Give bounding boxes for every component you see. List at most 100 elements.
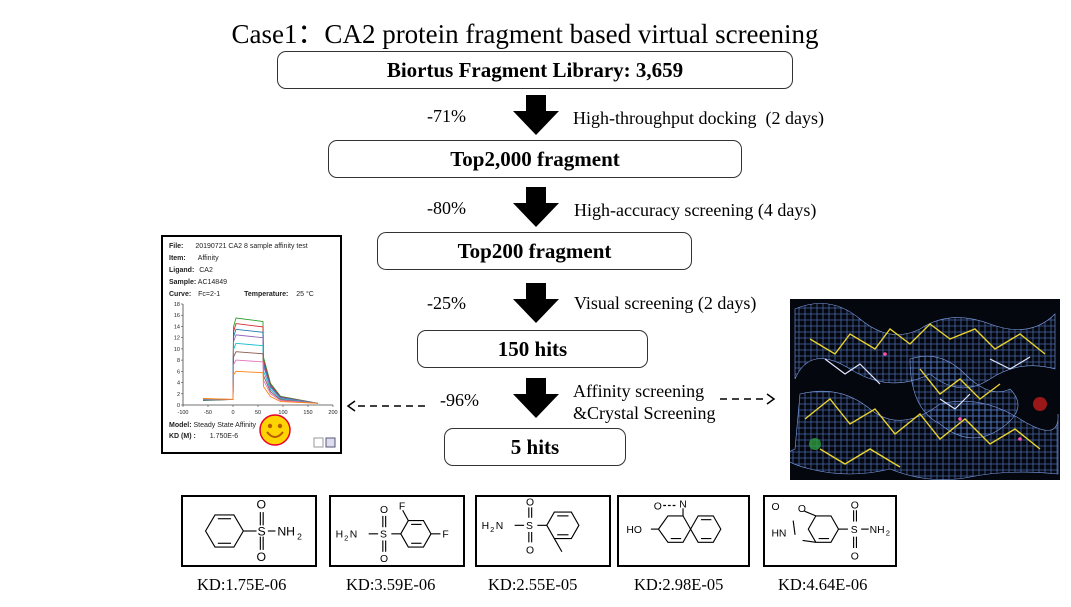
molecule-2-structure: F O H 2 N S O F	[329, 495, 465, 567]
smiley-icon	[259, 414, 291, 446]
step-crystal: &Crystal Screening	[573, 403, 716, 423]
y-tick-label: 14	[174, 324, 180, 330]
sensorgram-series-line	[202, 328, 319, 404]
sample-label: Sample:	[169, 279, 197, 286]
atom-label: NH	[870, 525, 885, 536]
item-label: Item:	[169, 255, 186, 262]
atom-label: HN	[771, 529, 786, 540]
y-tick-label: 18	[174, 302, 180, 308]
atom-label: N	[679, 499, 687, 510]
atom-label: O	[526, 498, 534, 509]
reduction-label: -96%	[440, 390, 479, 410]
atom-label: O	[798, 504, 806, 515]
kd-label-4: KD:2.98E-05	[634, 575, 724, 594]
5-hits-box: 5 hits	[444, 428, 626, 466]
dashed-arrow-left-icon	[346, 400, 430, 412]
molecule-5-structure: O O HN O S NH 2 O	[763, 495, 897, 567]
model-label: Model:	[169, 422, 192, 429]
atom-label: O	[257, 497, 267, 511]
x-tick-label: 200	[328, 410, 337, 416]
crystal-density-image	[790, 299, 1060, 480]
kd-value: 1.750E-6	[209, 433, 239, 440]
model-value: Steady State Affinity	[193, 422, 257, 429]
sample-value: AC14849	[197, 279, 227, 286]
page-title: Case1：CA2 protein fragment based virtual…	[231, 19, 819, 49]
atom-label: H	[482, 521, 490, 532]
atom-label: O	[851, 500, 859, 511]
y-tick-label: 2	[177, 392, 180, 398]
sensorgram-series-line	[202, 370, 319, 404]
atom-label: HO	[626, 525, 642, 536]
down-arrow-icon	[513, 187, 559, 227]
step-affinity: Affinity screening	[573, 381, 705, 401]
dashed-arrow-right-icon	[720, 393, 776, 405]
x-tick-label: 100	[278, 410, 287, 416]
atom-label: F	[442, 530, 448, 541]
item-value: Affinity	[197, 255, 219, 262]
molecule-3-structure: O H 2 N S O	[475, 495, 611, 567]
panel-corner-icon	[313, 437, 336, 448]
atom-label: S	[526, 521, 533, 532]
atom-label: H	[336, 530, 344, 541]
down-arrow-icon	[513, 378, 559, 418]
top200-box: Top200 fragment	[377, 232, 692, 270]
ligand-label: Ligand:	[169, 267, 195, 274]
down-arrow-icon	[513, 283, 559, 323]
atom-label: 2	[297, 532, 302, 542]
atom-label: O	[654, 501, 662, 512]
atom-label: O	[380, 505, 388, 516]
kd-label-3: KD:2.55E-05	[488, 575, 578, 594]
affinity-sensorgram-panel: File: 20190721 CA2 8 sample affinity tes…	[161, 235, 342, 454]
atom-label: N	[496, 521, 504, 532]
x-tick-label: -50	[204, 410, 212, 416]
curve-value: Fc=2-1	[198, 291, 221, 298]
curve-label: Curve:	[169, 291, 192, 298]
atom-label: 2	[490, 525, 494, 534]
atom-label: S	[380, 530, 387, 541]
atom-label: O	[380, 554, 388, 565]
y-tick-label: 0	[177, 403, 180, 409]
library-box: Biortus Fragment Library: 3,659	[277, 51, 793, 89]
step-visual: Visual screening (2 days)	[574, 293, 757, 313]
sensorgram-series-line	[203, 342, 319, 404]
kd-label-5: KD:4.64E-06	[778, 575, 868, 594]
sensorgram-series-line	[202, 317, 319, 404]
temperature-label: Temperature:	[244, 291, 289, 298]
ligand-value: CA2	[199, 267, 213, 274]
y-tick-label: 12	[174, 336, 180, 342]
reduction-label: -25%	[427, 293, 466, 313]
atom-label: O	[851, 551, 859, 562]
top2000-box: Top2,000 fragment	[328, 140, 742, 178]
sensorgram-series-line	[202, 323, 319, 404]
step-docking: High-throughput docking (2 days)	[573, 108, 824, 128]
atom-label: S	[851, 525, 858, 536]
temperature-value: 25 °C	[296, 291, 314, 298]
y-tick-label: 6	[177, 369, 180, 375]
atom-label: F	[399, 501, 405, 512]
y-tick-label: 16	[174, 313, 180, 319]
file-value: 20190721 CA2 8 sample affinity test	[195, 243, 308, 250]
atom-label: O	[771, 502, 779, 513]
down-arrow-icon	[513, 95, 559, 135]
atom-label: O	[526, 546, 534, 557]
sensorgram-series-line	[202, 359, 319, 404]
kd-label: KD (M) :	[169, 433, 196, 440]
atom-label: NH	[277, 525, 295, 539]
reduction-label: -71%	[427, 106, 466, 126]
x-tick-label: 0	[231, 410, 234, 416]
atom-label: 2	[886, 529, 890, 538]
file-label: File:	[169, 243, 184, 250]
atom-label: 2	[344, 533, 348, 542]
step-accuracy: High-accuracy screening (4 days)	[574, 200, 817, 220]
atom-label: N	[350, 530, 358, 541]
x-tick-label: -100	[177, 410, 188, 416]
sensorgram-series-line	[202, 351, 319, 404]
y-tick-label: 8	[177, 358, 180, 364]
kd-label-2: KD:3.59E-06	[346, 575, 436, 594]
x-tick-label: 50	[255, 410, 261, 416]
y-tick-label: 10	[174, 347, 180, 353]
x-tick-label: 150	[303, 410, 312, 416]
molecule-1-structure: O S NH 2 O	[181, 495, 317, 567]
atom-label: S	[258, 525, 266, 539]
